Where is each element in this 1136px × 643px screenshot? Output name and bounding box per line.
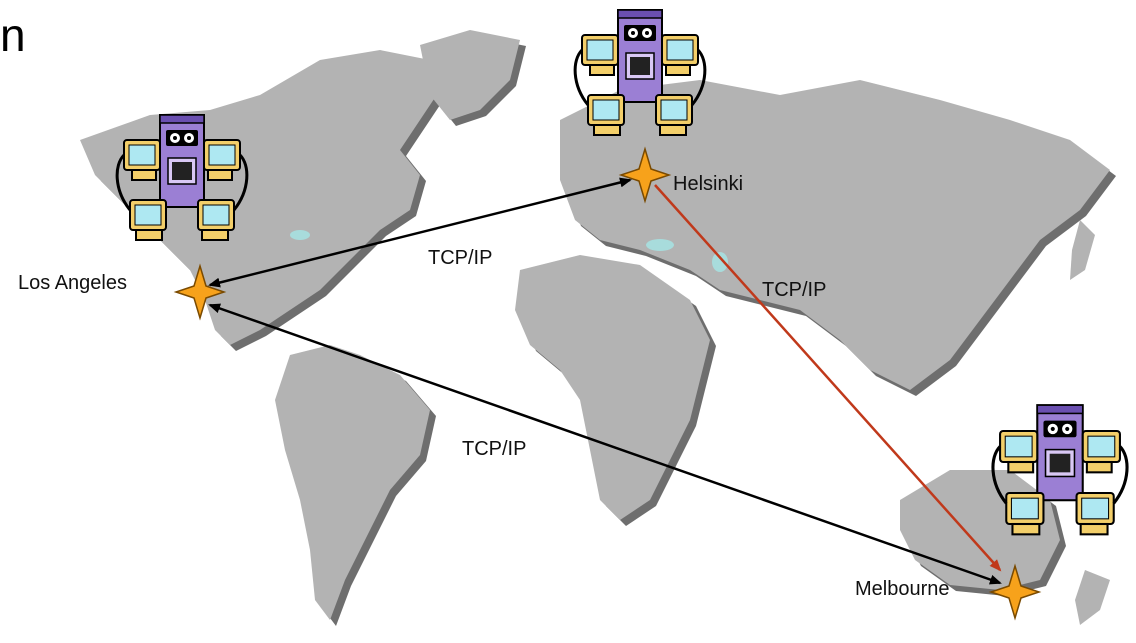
city-label-helsinki: Helsinki — [673, 173, 744, 195]
africa — [515, 255, 710, 520]
link-label-la-melbourne: TCP/IP — [462, 438, 527, 460]
link-la-melbourne — [208, 303, 1002, 585]
link-la-helsinki — [208, 177, 632, 288]
japan — [1070, 220, 1095, 280]
star-marker-icon — [173, 263, 227, 321]
page-title-fragment: n — [0, 9, 26, 61]
greenland — [420, 30, 520, 120]
link-label-helsinki-melbourne: TCP/IP — [762, 279, 827, 301]
city-label-los-angeles: Los Angeles — [18, 272, 127, 294]
server-cluster-icon — [991, 403, 1129, 536]
new-zealand — [1075, 570, 1110, 625]
star-marker-icon — [988, 563, 1042, 621]
link-label-la-helsinki: TCP/IP — [428, 247, 493, 269]
north-america — [80, 50, 440, 345]
star-marker-icon — [618, 146, 672, 204]
city-label-melbourne: Melbourne — [855, 578, 950, 600]
